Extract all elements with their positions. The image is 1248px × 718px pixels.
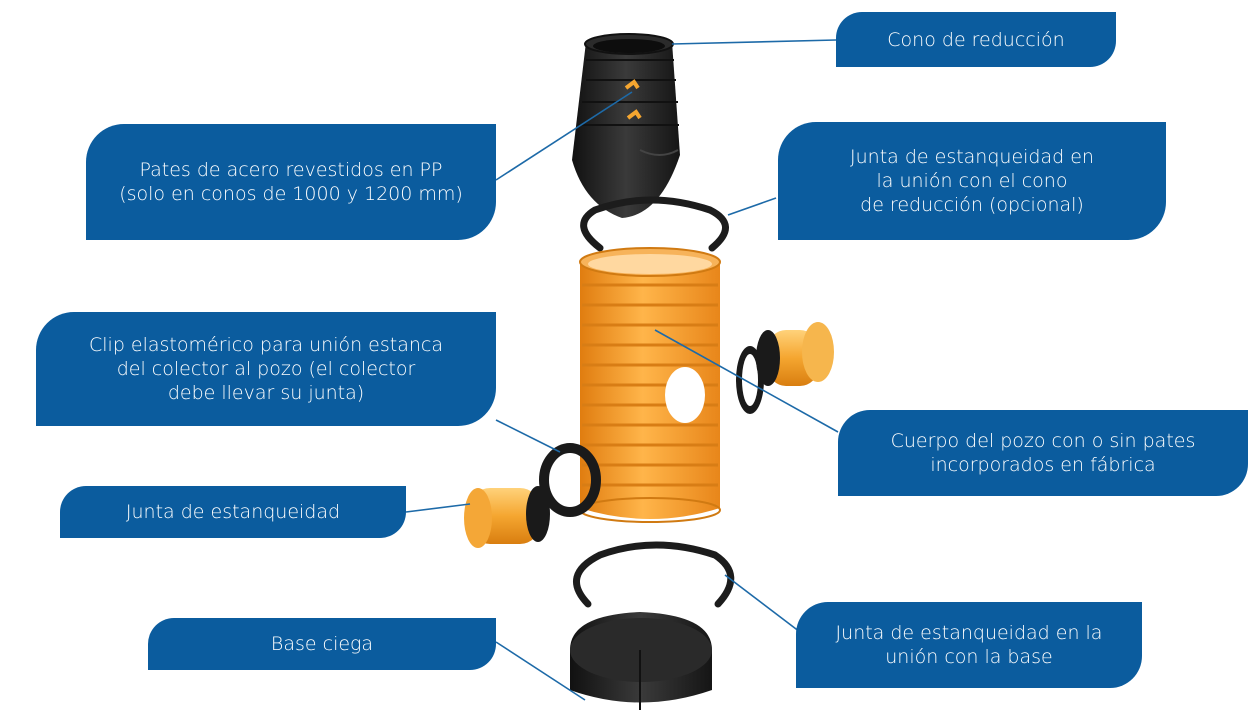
callout-clip-label: Clip elastomérico para unión estanca del… (89, 334, 443, 404)
callout-base-label: Base ciega (270, 633, 374, 655)
callout-base-seal-label: Junta de estanqueidad en la unión con la… (835, 622, 1103, 668)
callout-body-label: Cuerpo del pozo con o sin pates incorpor… (890, 430, 1196, 476)
leader-lines (405, 39, 839, 701)
callout-base: Base ciega (148, 618, 496, 670)
cone-seal-ring (580, 196, 729, 252)
callout-body: Cuerpo del pozo con o sin pates incorpor… (838, 410, 1248, 496)
callout-steps-label: Pates de acero revestidos en PP (solo en… (119, 159, 463, 205)
blind-base (570, 612, 712, 710)
reduction-cone (572, 33, 680, 218)
callout-cone-seal: Junta de estanqueidad en la unión con el… (778, 122, 1166, 240)
callout-seal: Junta de estanqueidad (60, 486, 406, 538)
left-clip-ring (539, 443, 601, 517)
callout-steps: Pates de acero revestidos en PP (solo en… (86, 124, 496, 240)
callout-cone: Cono de reducción (836, 12, 1116, 67)
callout-cone-label: Cono de reducción (887, 28, 1065, 51)
left-pipe (464, 486, 550, 548)
base-seal-ring (573, 541, 735, 608)
callout-clip: Clip elastomérico para unión estanca del… (36, 312, 496, 426)
callout-base-seal: Junta de estanqueidad en la unión con la… (796, 602, 1142, 688)
callout-cone-seal-label: Junta de estanqueidad en la unión con el… (850, 146, 1094, 216)
right-pipe (736, 322, 834, 414)
callout-seal-label: Junta de estanqueidad (125, 501, 341, 523)
shaft-body (579, 247, 721, 523)
